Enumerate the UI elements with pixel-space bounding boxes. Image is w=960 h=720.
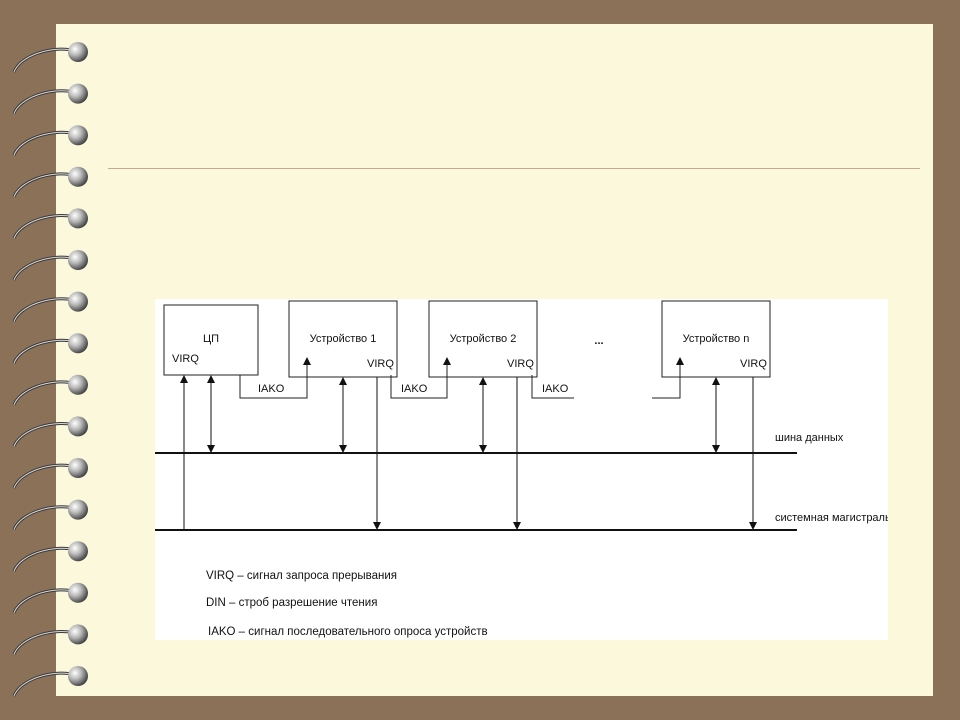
legend-iako: IAKO – сигнал последовательного опроса у… xyxy=(208,626,488,638)
iako-line-n xyxy=(652,357,684,399)
iako-label-2: IAKO xyxy=(401,383,428,395)
device-1-label: Устройство 1 xyxy=(310,333,377,345)
binding-hole xyxy=(68,291,88,312)
binding-hole xyxy=(68,166,88,187)
binding-hole xyxy=(68,541,88,562)
spiral-wire-highlight xyxy=(13,423,73,447)
spiral-wire-highlight xyxy=(13,339,73,364)
binding-hole xyxy=(68,499,88,520)
binding-hole xyxy=(68,582,88,603)
binding-hole xyxy=(68,416,88,437)
spiral-wire-highlight xyxy=(13,256,73,281)
device-n-virq-label: VIRQ xyxy=(740,358,767,370)
spiral-wire-highlight xyxy=(13,131,73,156)
spiral-wire-highlight xyxy=(13,672,73,697)
legend-din: DIN – строб разрешение чтения xyxy=(206,597,377,609)
ellipsis-label: ... xyxy=(594,335,603,347)
binding-hole xyxy=(68,666,88,686)
spiral-wire-highlight xyxy=(13,506,73,530)
interrupt-daisy-chain-diagram: ЦП VIRQ Устройство 1 VIRQ Устройство 2 V… xyxy=(155,299,888,640)
iako-line-3 xyxy=(531,375,574,399)
iako-label-3: IAKO xyxy=(542,383,569,395)
legend-virq: VIRQ – сигнал запроса прерывания xyxy=(206,570,397,582)
page-divider-line xyxy=(108,168,920,169)
binding-hole xyxy=(68,458,88,478)
spiral-wire-highlight xyxy=(13,464,73,489)
spiral-wire-highlight xyxy=(13,381,73,405)
cpu-virq-label: VIRQ xyxy=(172,353,199,365)
spiral-wire-highlight xyxy=(13,173,73,197)
spiral-wire-highlight xyxy=(13,589,73,613)
device-n-label: Устройство n xyxy=(683,333,750,345)
system-bus-label: системная магистраль xyxy=(775,512,888,524)
data-bus-label: шина данных xyxy=(775,432,844,444)
binding-hole xyxy=(68,374,88,395)
cpu-box xyxy=(163,304,259,376)
binding-hole xyxy=(68,333,88,354)
binding-hole xyxy=(68,42,88,62)
device-1-virq-label: VIRQ xyxy=(367,358,394,370)
spiral-wire-highlight xyxy=(13,298,73,322)
iako-label-1: IAKO xyxy=(258,383,285,395)
binding-hole xyxy=(68,624,88,645)
binding-hole xyxy=(68,250,88,270)
spiral-binding-icon xyxy=(12,42,88,697)
binding-hole xyxy=(68,83,88,104)
cpu-label: ЦП xyxy=(203,333,219,345)
binding-hole xyxy=(68,125,88,146)
spiral-wire-highlight xyxy=(13,631,73,655)
spiral-wire-highlight xyxy=(13,547,73,572)
device-2-virq-label: VIRQ xyxy=(507,358,534,370)
iako-line-1 xyxy=(239,357,311,399)
device-2-label: Устройство 2 xyxy=(450,333,517,345)
spiral-wire-highlight xyxy=(13,215,73,239)
spiral-wire-highlight xyxy=(13,48,73,73)
iako-line-2 xyxy=(390,357,451,399)
binding-hole xyxy=(68,208,88,229)
spiral-wire-highlight xyxy=(13,90,73,114)
